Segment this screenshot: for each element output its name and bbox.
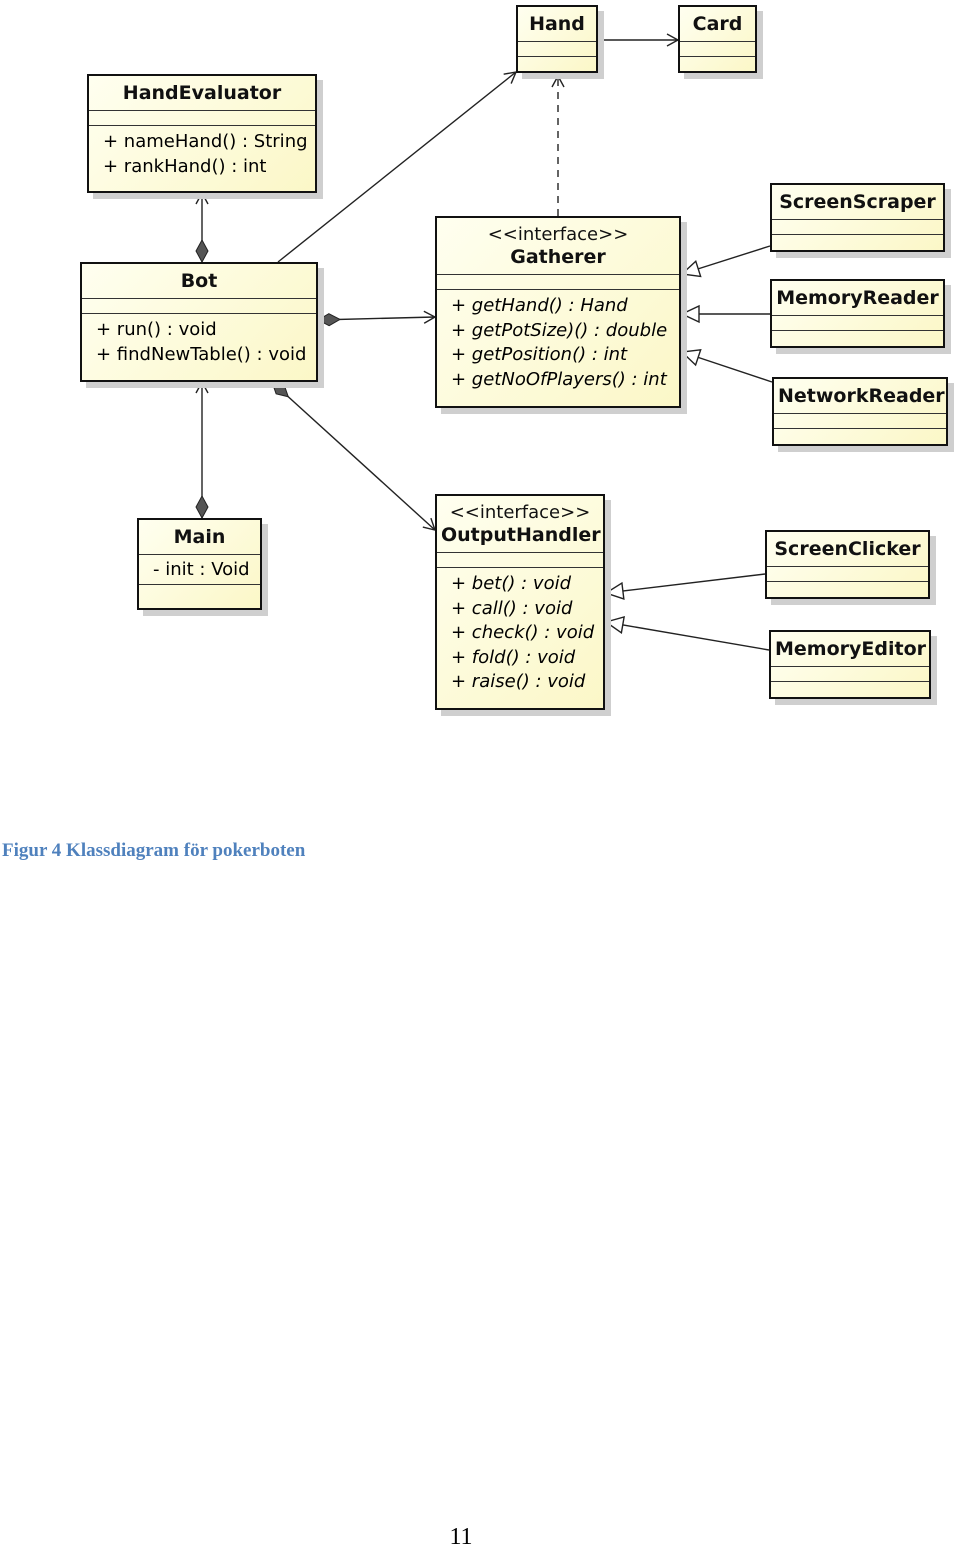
operations-compartment: + nameHand() : String + rankHand() : int (89, 126, 315, 183)
operation: + check() : void (451, 622, 595, 643)
attribute: - init : Void (153, 559, 250, 580)
class-screenclicker: ScreenClicker (765, 530, 930, 599)
attributes-compartment (437, 553, 603, 568)
operation: + getPotSize)() : double (451, 319, 668, 341)
operation: + raise() : void (451, 671, 586, 692)
attributes-compartment (89, 111, 315, 126)
class-name: Hand (518, 7, 596, 42)
class-diagram: Hand Card HandEvaluator + nameHand() : S… (0, 0, 960, 720)
operation: + rankHand() : int (103, 155, 267, 177)
class-memoryeditor: MemoryEditor (769, 630, 931, 699)
class-main: Main - init : Void (137, 518, 262, 610)
diagram-connectors (0, 33, 773, 651)
attributes-compartment (771, 667, 929, 682)
operation: + nameHand() : String (103, 131, 308, 152)
operations-compartment: + bet() : void + call() : void + check()… (437, 568, 603, 699)
operation: + fold() : void (451, 646, 576, 668)
page-number: 11 (449, 1524, 473, 1550)
attributes-compartment (82, 299, 316, 314)
class-name: ScreenScraper (772, 185, 943, 220)
operation: + call() : void (451, 597, 573, 619)
operations-compartment: + getHand() : Hand + getPotSize)() : dou… (437, 290, 679, 396)
class-name: HandEvaluator (89, 76, 315, 111)
class-memoryreader: MemoryReader (770, 279, 945, 348)
class-card: Card (678, 5, 757, 73)
attributes-compartment (680, 42, 755, 57)
class-name: MemoryEditor (771, 632, 929, 667)
operation: + getPosition() : int (451, 344, 628, 365)
stereotype: <<interface>> (487, 224, 629, 245)
attributes-compartment: - init : Void (139, 555, 260, 585)
class-networkreader: NetworkReader (772, 377, 948, 446)
interface-gatherer: <<interface>> Gatherer + getHand() : Han… (435, 216, 681, 408)
operation: + bet() : void (451, 573, 572, 594)
class-name: Card (680, 7, 755, 42)
realization-memoryeditor-outputhandler (604, 616, 770, 651)
class-name: MemoryReader (772, 281, 943, 316)
attributes-compartment (772, 316, 943, 331)
composition-bot-gatherer (318, 317, 435, 320)
interface-outputhandler: <<interface>> OutputHandler + bet() : vo… (435, 494, 605, 710)
attributes-compartment (772, 220, 943, 235)
operation: + getNoOfPlayers() : int (451, 368, 667, 390)
class-handevaluator: HandEvaluator + nameHand() : String + ra… (87, 74, 317, 193)
class-name: OutputHandler (441, 524, 601, 546)
realization-networkreader-gatherer (680, 348, 773, 383)
class-bot: Bot + run() : void + findNewTable() : vo… (80, 262, 318, 382)
operation: + findNewTable() : void (96, 343, 307, 365)
class-screenscraper: ScreenScraper (770, 183, 945, 252)
attributes-compartment (518, 42, 596, 57)
operations-compartment: + run() : void + findNewTable() : void (82, 314, 316, 371)
class-name: Bot (82, 264, 316, 299)
operation: + getHand() : Hand (451, 295, 628, 316)
class-name: Main (139, 520, 260, 555)
operation: + run() : void (96, 319, 217, 340)
class-name: Gatherer (510, 246, 606, 268)
realization-screenclicker-outputhandler (604, 573, 766, 600)
figure-caption: Figur 4 Klassdiagram för pokerboten (2, 840, 306, 861)
class-hand: Hand (516, 5, 598, 73)
stereotype: <<interface>> (449, 502, 591, 523)
composition-bot-outputhandler (272, 382, 435, 530)
interface-header: <<interface>> Gatherer (437, 218, 679, 275)
interface-header: <<interface>> OutputHandler (437, 496, 603, 553)
class-name: ScreenClicker (767, 532, 928, 567)
attributes-compartment (774, 414, 946, 429)
class-name: NetworkReader (774, 379, 946, 414)
realization-screenscraper-gatherer (680, 245, 771, 278)
association-bot-hand (277, 71, 518, 263)
attributes-compartment (767, 567, 928, 582)
attributes-compartment (437, 275, 679, 290)
